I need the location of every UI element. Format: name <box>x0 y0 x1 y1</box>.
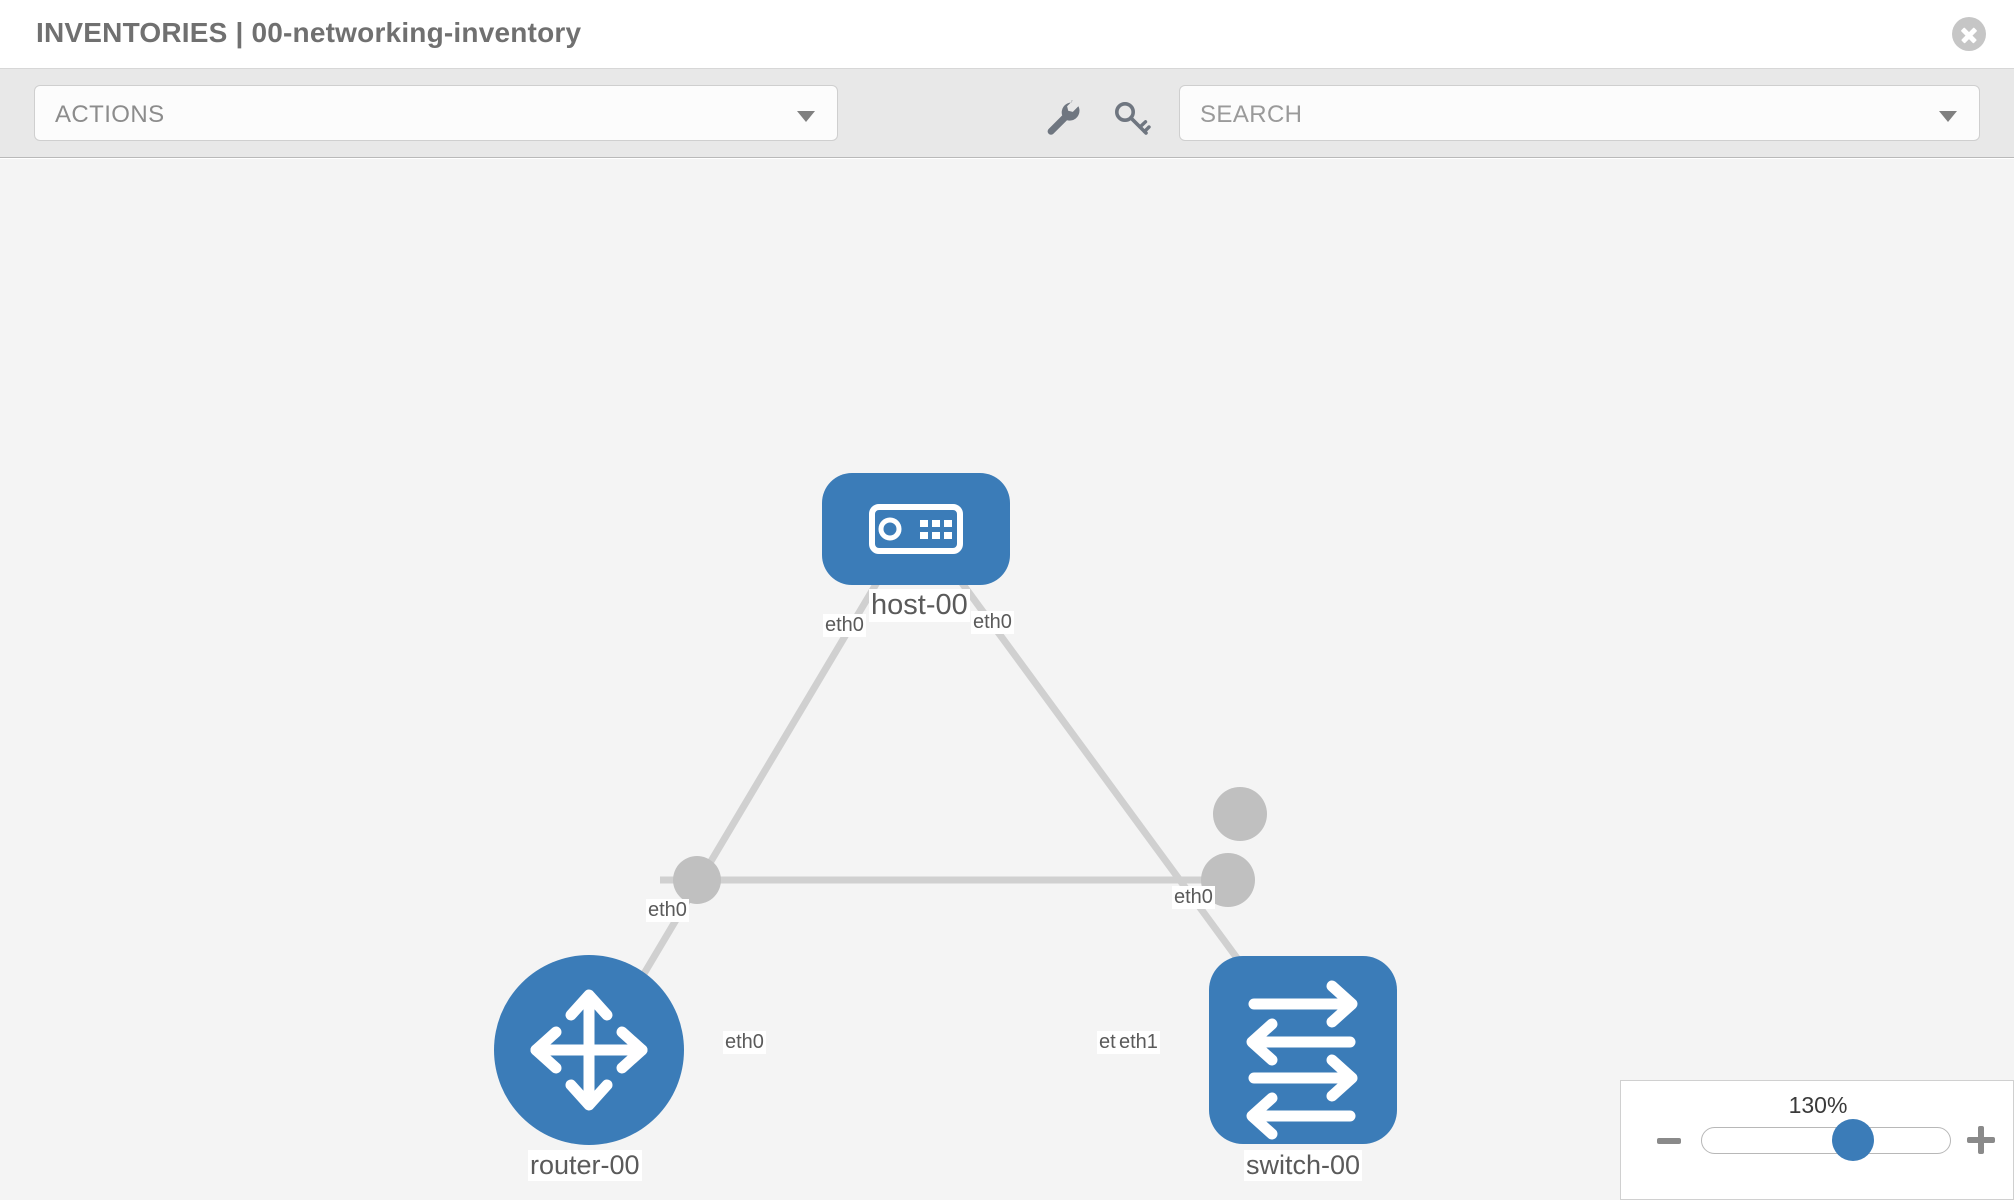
minus-icon[interactable] <box>1657 1138 1681 1144</box>
page-header: INVENTORIES | 00-networking-inventory <box>0 0 2014 69</box>
topology-graph <box>494 473 1397 1145</box>
wrench-icon[interactable] <box>1042 97 1084 139</box>
actions-dropdown-label: ACTIONS <box>55 101 165 128</box>
iface-label-switch00-west: eth1 <box>1117 1031 1160 1054</box>
close-icon[interactable] <box>1952 17 1986 51</box>
iface-label-host00-right: eth0 <box>971 611 1014 634</box>
node-label-router-00: router-00 <box>528 1150 642 1181</box>
key-icon[interactable] <box>1110 97 1152 139</box>
connector-router00-east <box>673 856 721 904</box>
topology-links <box>616 561 1248 1016</box>
plus-icon[interactable] <box>1967 1126 1995 1154</box>
link-host00-router00 <box>616 562 892 1016</box>
topology-canvas[interactable]: host-00 router-00 switch-00 eth0 eth0 et… <box>0 159 2014 1200</box>
chevron-down-icon <box>1939 111 1957 122</box>
router-arrows-icon <box>530 989 648 1111</box>
connector-switch00-nw <box>1213 787 1267 841</box>
iface-label-router00-north: eth0 <box>646 899 689 922</box>
actions-dropdown[interactable]: ACTIONS <box>34 85 838 141</box>
switch-arrows-icon <box>1246 980 1358 1140</box>
zoom-control-panel: 130% <box>1620 1080 2014 1200</box>
toolbar: ACTIONS SEARCH <box>0 69 2014 158</box>
page-title: INVENTORIES | 00-networking-inventory <box>36 17 582 48</box>
node-host-00 <box>822 473 1010 585</box>
search-input[interactable]: SEARCH <box>1179 85 1980 141</box>
zoom-slider-thumb[interactable] <box>1832 1119 1875 1161</box>
search-placeholder: SEARCH <box>1200 101 1303 128</box>
node-label-host-00: host-00 <box>869 589 970 622</box>
zoom-slider-track[interactable] <box>1701 1127 1951 1154</box>
iface-label-router00-east: eth0 <box>723 1031 766 1054</box>
node-router-00 <box>494 955 684 1145</box>
iface-label-host00-left: eth0 <box>823 614 866 637</box>
chevron-down-icon <box>797 111 815 122</box>
node-switch-00 <box>1209 956 1397 1144</box>
node-label-switch-00: switch-00 <box>1244 1150 1363 1181</box>
iface-label-switch00-north: eth0 <box>1172 886 1215 909</box>
server-icon <box>869 504 963 554</box>
zoom-level-value: 130% <box>1788 1092 1848 1118</box>
